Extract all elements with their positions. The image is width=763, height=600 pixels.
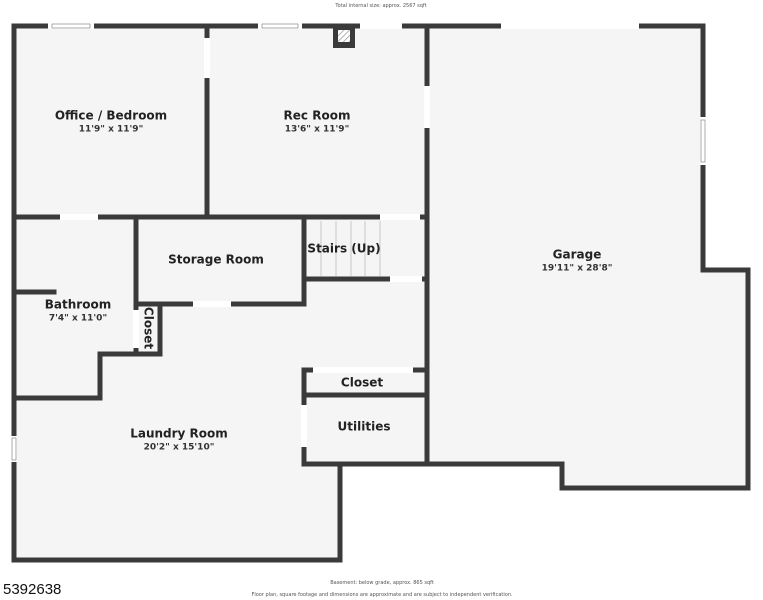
room-closet-small: Closet xyxy=(141,307,156,349)
floor-fill xyxy=(14,26,748,560)
room-name: Utilities xyxy=(337,419,391,434)
room-name: Office / Bedroom xyxy=(54,108,168,123)
room-storage: Storage Room xyxy=(168,253,264,268)
room-dims: 11'9" x 11'9" xyxy=(78,124,144,135)
room-garage: Garage 19'11" x 28'8" xyxy=(542,248,613,275)
listing-id: 5392638 xyxy=(3,581,62,598)
room-name: Storage Room xyxy=(168,252,264,267)
room-utilities: Utilities xyxy=(338,420,391,435)
chimney-icon xyxy=(333,26,355,48)
room-name: Stairs (Up) xyxy=(307,241,381,256)
room-dims: 7'4" x 11'0" xyxy=(48,313,108,324)
openings xyxy=(11,23,706,462)
floor-area-note: Basement: below grade, approx. 865 sqft xyxy=(330,580,434,586)
room-laundry: Laundry Room 20'2" x 15'10" xyxy=(130,427,228,454)
room-bathroom: Bathroom 7'4" x 11'0" xyxy=(45,298,111,325)
room-name: Rec Room xyxy=(283,108,351,123)
room-rec-room: Rec Room 13'6" x 11'9" xyxy=(284,109,351,136)
room-dims: 20'2" x 15'10" xyxy=(143,442,215,453)
room-dims: 13'6" x 11'9" xyxy=(284,124,350,135)
room-closet-right: Closet xyxy=(341,376,383,391)
room-name: Garage xyxy=(552,247,602,262)
stair-treads xyxy=(320,221,381,276)
total-area-note: Total internal size: approx. 2567 sqft xyxy=(335,3,427,9)
room-dims: 19'11" x 28'8" xyxy=(541,263,613,274)
room-name: Closet xyxy=(141,306,156,350)
room-name: Closet xyxy=(340,375,384,390)
window-frames xyxy=(11,23,706,461)
room-office-bedroom: Office / Bedroom 11'9" x 11'9" xyxy=(55,109,167,136)
room-stairs: Stairs (Up) xyxy=(307,242,380,257)
disclaimer: Floor plan, square footage and dimension… xyxy=(251,592,513,598)
room-name: Laundry Room xyxy=(130,426,228,441)
room-name: Bathroom xyxy=(44,297,112,312)
